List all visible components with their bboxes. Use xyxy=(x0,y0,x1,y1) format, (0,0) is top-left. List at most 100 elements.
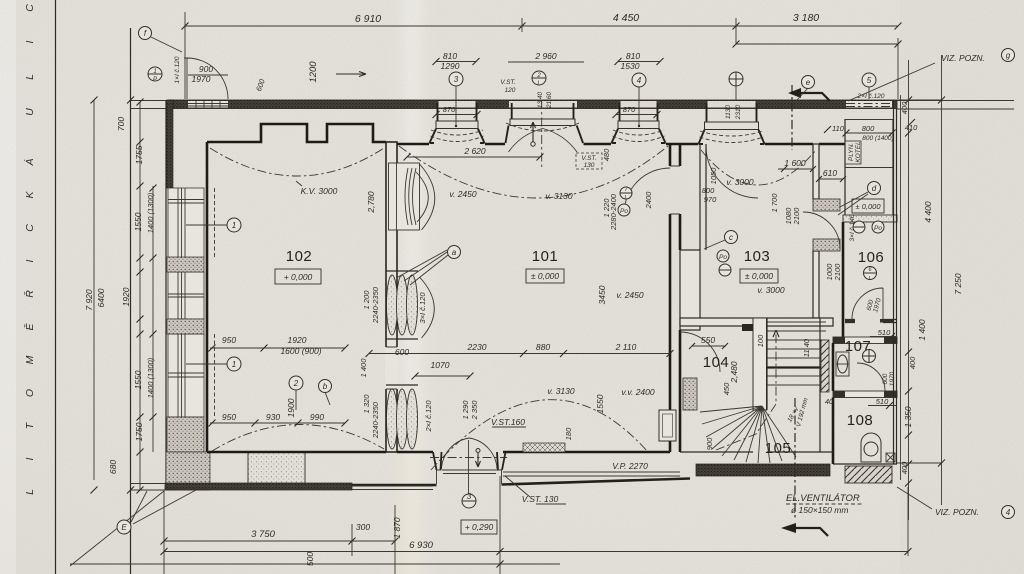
svg-text:1550: 1550 xyxy=(133,370,143,389)
svg-text:400: 400 xyxy=(900,461,909,474)
svg-text:103: 103 xyxy=(744,248,771,265)
svg-text:EL.VENTILÁTOR: EL.VENTILÁTOR xyxy=(786,493,860,504)
svg-text:2400: 2400 xyxy=(644,191,653,210)
svg-text:2240-2350: 2240-2350 xyxy=(371,286,380,324)
svg-text:1: 1 xyxy=(153,69,156,75)
svg-text:1050: 1050 xyxy=(709,167,718,185)
svg-text:3: 3 xyxy=(467,492,472,501)
svg-text:600: 600 xyxy=(866,299,876,312)
svg-text:510: 510 xyxy=(878,328,891,337)
svg-text:V.ST.160: V.ST.160 xyxy=(491,417,525,427)
svg-text:K: K xyxy=(24,191,36,199)
svg-text:V.ST.: V.ST. xyxy=(581,155,596,162)
svg-text:13 40: 13 40 xyxy=(537,91,544,108)
svg-text:v. 3000: v. 3000 xyxy=(757,285,785,295)
svg-text:2100: 2100 xyxy=(792,207,801,226)
svg-text:180: 180 xyxy=(564,427,573,440)
svg-text:5: 5 xyxy=(867,76,872,85)
svg-text:+ 0,290: + 0,290 xyxy=(465,522,494,532)
svg-text:4: 4 xyxy=(637,76,642,85)
svg-text:1 400: 1 400 xyxy=(359,358,368,378)
svg-text:950: 950 xyxy=(222,335,236,345)
svg-text:1 290: 1 290 xyxy=(461,400,470,420)
svg-text:4: 4 xyxy=(1006,508,1011,517)
svg-text:3 180: 3 180 xyxy=(793,12,819,24)
svg-text:600: 600 xyxy=(254,77,267,93)
svg-text:V.ST. 130: V.ST. 130 xyxy=(522,494,559,504)
svg-text:800: 800 xyxy=(862,124,875,133)
svg-text:1970: 1970 xyxy=(872,297,883,313)
svg-text:ø 150×150 mm: ø 150×150 mm xyxy=(791,505,848,515)
svg-text:2230: 2230 xyxy=(467,342,487,352)
svg-text:680: 680 xyxy=(108,460,118,474)
svg-text:800: 800 xyxy=(702,186,715,195)
svg-text:1600 (900): 1600 (900) xyxy=(280,346,321,356)
svg-text:1: 1 xyxy=(232,221,236,230)
svg-text:1 350: 1 350 xyxy=(903,406,913,428)
svg-text:1000: 1000 xyxy=(825,263,834,281)
svg-text:1 600: 1 600 xyxy=(784,158,806,168)
svg-text:1920: 1920 xyxy=(121,287,131,306)
svg-text:1 700: 1 700 xyxy=(770,193,779,213)
svg-text:990: 990 xyxy=(310,412,324,422)
svg-text:1 320: 1 320 xyxy=(362,394,371,414)
svg-text:1400 (1300): 1400 (1300) xyxy=(146,192,155,233)
svg-text:E: E xyxy=(121,523,127,532)
svg-text:v. 3130: v. 3130 xyxy=(545,191,573,201)
svg-text:1755: 1755 xyxy=(134,145,144,164)
svg-text:± 0,000: ± 0,000 xyxy=(531,271,560,281)
svg-text:1920: 1920 xyxy=(288,335,307,345)
svg-text:1900: 1900 xyxy=(286,398,296,417)
svg-text:1530: 1530 xyxy=(621,61,640,71)
svg-text:± 0,000: ± 0,000 xyxy=(745,271,774,281)
svg-text:6 930: 6 930 xyxy=(409,540,433,551)
svg-text:900: 900 xyxy=(705,437,714,450)
svg-text:1970: 1970 xyxy=(192,74,211,84)
svg-text:c: c xyxy=(729,233,733,242)
svg-text:950: 950 xyxy=(222,412,236,422)
svg-text:v.v. 2400: v.v. 2400 xyxy=(621,387,655,397)
svg-text:2 110: 2 110 xyxy=(615,342,637,352)
svg-text:Ř: Ř xyxy=(23,290,36,298)
svg-text:b: b xyxy=(323,382,328,391)
svg-text:3 750: 3 750 xyxy=(251,529,275,540)
svg-text:700: 700 xyxy=(116,117,126,131)
svg-text:870: 870 xyxy=(443,105,456,114)
svg-text:1 200: 1 200 xyxy=(362,290,371,310)
svg-text:KOTEL: KOTEL xyxy=(855,141,862,163)
svg-text:PLYN.: PLYN. xyxy=(848,143,855,161)
svg-text:610: 610 xyxy=(823,168,837,178)
svg-text:L: L xyxy=(537,81,540,87)
svg-text:2280-2400: 2280-2400 xyxy=(609,193,618,231)
svg-text:1550: 1550 xyxy=(595,394,605,413)
svg-text:Po: Po xyxy=(874,225,882,232)
svg-text:40: 40 xyxy=(825,397,834,406)
svg-text:+ 0,000: + 0,000 xyxy=(284,272,313,282)
svg-text:930: 930 xyxy=(266,412,280,422)
svg-text:550: 550 xyxy=(701,335,715,345)
svg-text:3×I č.140: 3×I č.140 xyxy=(849,214,856,241)
svg-text:V.P. 2270: V.P. 2270 xyxy=(612,461,648,471)
svg-text:2×I č.120: 2×I č.120 xyxy=(857,93,885,100)
svg-text:1970: 1970 xyxy=(889,371,896,386)
svg-text:1 870: 1 870 xyxy=(392,517,402,539)
svg-text:900: 900 xyxy=(199,64,213,74)
svg-text:O: O xyxy=(24,389,36,397)
svg-text:300: 300 xyxy=(356,522,370,532)
svg-text:400: 400 xyxy=(900,101,909,114)
svg-text:2 350: 2 350 xyxy=(470,400,479,421)
svg-text:810: 810 xyxy=(626,51,640,61)
svg-text:2 960: 2 960 xyxy=(534,51,557,61)
svg-text:I: I xyxy=(24,259,36,262)
svg-text:970: 970 xyxy=(704,195,717,204)
svg-text:Po: Po xyxy=(620,208,628,215)
svg-text:6400: 6400 xyxy=(96,288,106,307)
svg-text:400: 400 xyxy=(908,356,917,369)
svg-text:Po: Po xyxy=(719,254,727,261)
svg-text:600: 600 xyxy=(395,347,409,357)
svg-text:1550: 1550 xyxy=(133,212,143,231)
svg-text:120: 120 xyxy=(505,87,516,94)
svg-text:1×I č.120: 1×I č.120 xyxy=(174,56,181,83)
svg-text:L: L xyxy=(24,489,36,495)
svg-text:104: 104 xyxy=(703,354,730,371)
